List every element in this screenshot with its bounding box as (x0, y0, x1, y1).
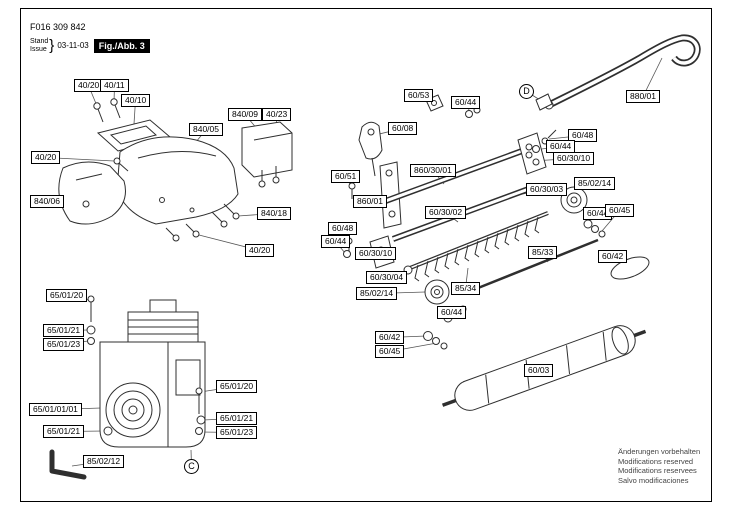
footer-line: Salvo modificaciones (618, 475, 689, 485)
stand-issue-labels: Stand Issue (30, 38, 48, 54)
part-label-880-01: 880/01 (626, 90, 660, 103)
part-label-60-30-03: 60/30/03 (526, 183, 568, 196)
part-label-60-44: 60/44 (451, 96, 481, 109)
part-label-65-01-01-01: 65/01/01/01 (29, 403, 82, 416)
figure-badge: Fig./Abb. 3 (93, 38, 150, 53)
part-label-60-30-02: 60/30/02 (425, 206, 467, 219)
part-label-60-42: 60/42 (375, 331, 405, 344)
part-label-60-44: 60/44 (437, 306, 467, 319)
brace-glyph: } (49, 37, 55, 54)
part-label-65-01-21: 65/01/21 (43, 425, 85, 438)
title-block: F016 309 842 Stand Issue } 03-11-03 Fig.… (30, 22, 150, 54)
callout-d: D (519, 84, 534, 99)
footer-line: Modifications reserved (618, 456, 694, 466)
part-label-85-02-14: 85/02/14 (574, 177, 616, 190)
part-label-65-01-21: 65/01/21 (43, 324, 85, 337)
part-label-40-10: 40/10 (121, 94, 151, 107)
part-label-85-02-14: 85/02/14 (356, 287, 398, 300)
part-label-65-01-23: 65/01/23 (43, 338, 85, 351)
part-label-840-18: 840/18 (257, 207, 291, 220)
part-label-860-30-01: 860/30/01 (410, 164, 456, 177)
stand-label: Stand (30, 37, 49, 45)
part-label-60-48: 60/48 (568, 129, 598, 142)
part-label-85-02-12: 85/02/12 (83, 455, 125, 468)
part-label-60-44: 60/44 (583, 207, 613, 220)
housing-assembly-art (58, 98, 293, 242)
footer-line: Änderungen vorbehalten (618, 447, 701, 456)
callout-c: C (184, 459, 199, 474)
part-label-40-20: 40/20 (245, 244, 275, 257)
part-label-65-01-21: 65/01/21 (216, 412, 258, 425)
part-label-65-01-20: 65/01/20 (216, 380, 258, 393)
part-label-60-51: 60/51 (331, 170, 361, 183)
page-border (20, 8, 712, 502)
part-label-65-01-20: 65/01/20 (46, 289, 88, 302)
document-number: F016 309 842 (30, 22, 86, 32)
part-label-60-48: 60/48 (328, 222, 358, 235)
part-label-60-42: 60/42 (598, 250, 628, 263)
part-label-60-45: 60/45 (605, 204, 635, 217)
part-label-60-03: 60/03 (524, 364, 554, 377)
part-label-40-20: 40/20 (31, 151, 61, 164)
part-label-60-30-10: 60/30/10 (355, 247, 397, 260)
part-label-40-20: 40/20 (74, 79, 104, 92)
part-label-840-09: 840/09 (228, 108, 262, 121)
part-label-85-34: 85/34 (451, 282, 481, 295)
part-label-40-23: 40/23 (262, 108, 292, 121)
part-label-840-06: 840/06 (30, 195, 64, 208)
part-label-60-53: 60/53 (404, 89, 434, 102)
engine-assembly-art (49, 295, 206, 480)
issue-date: 03-11-03 (57, 41, 89, 50)
part-label-60-08: 60/08 (388, 122, 418, 135)
part-label-40-11: 40/11 (100, 79, 129, 92)
part-label-65-01-23: 65/01/23 (216, 426, 258, 439)
part-label-60-30-10: 60/30/10 (553, 152, 595, 165)
issue-label: Issue (30, 45, 47, 53)
part-label-60-30-04: 60/30/04 (366, 271, 408, 284)
part-label-860-01: 860/01 (353, 195, 387, 208)
part-label-60-44: 60/44 (321, 235, 351, 248)
issue-row: Stand Issue } 03-11-03 Fig./Abb. 3 (30, 37, 150, 54)
part-label-60-45: 60/45 (375, 345, 405, 358)
part-label-840-05: 840/05 (189, 123, 223, 136)
part-label-85-33: 85/33 (528, 246, 558, 259)
footer-line: Modifications reservees (618, 466, 697, 475)
